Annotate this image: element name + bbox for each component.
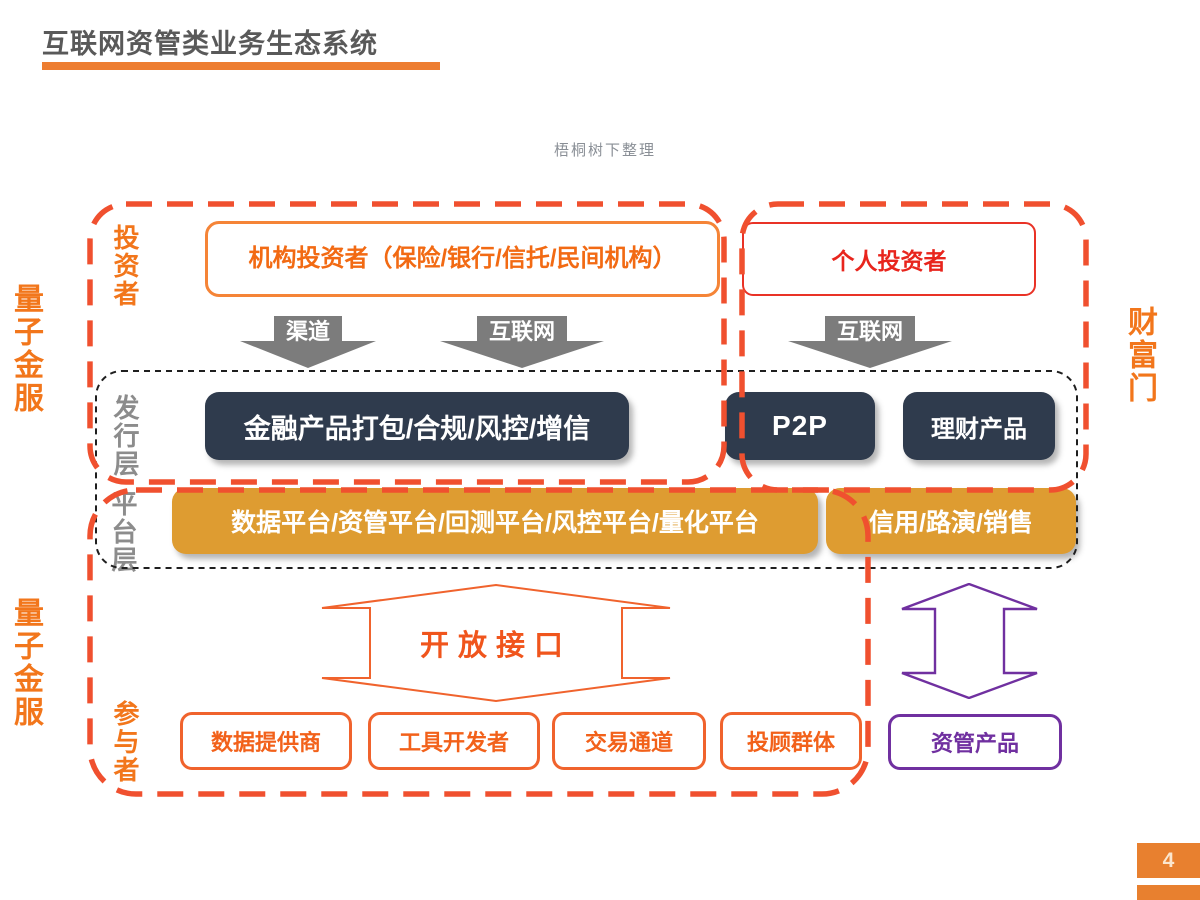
side-label-quantum-bottom: 量子金服 [9, 597, 42, 729]
arrow-channel-label: 渠道 [273, 316, 342, 349]
updown-arrow-icon [901, 582, 1038, 700]
box-credit-roadshow-sales: 信用/路演/销售 [826, 488, 1076, 554]
side-label-wealth-gate: 财富门 [1123, 306, 1156, 405]
arrow-internet-right: 互联网 [788, 316, 952, 369]
row-label-issuance-layer: 发行层 [110, 394, 140, 478]
row-label-investors: 投资者 [110, 224, 140, 308]
updown-arrow-purple [901, 582, 1038, 700]
box-product-packaging: 金融产品打包/合规/风控/增信 [205, 392, 629, 460]
arrow-internet-left: 互联网 [440, 316, 604, 369]
box-p2p: P2P [725, 392, 875, 460]
box-tool-developers: 工具开发者 [368, 712, 540, 770]
arrow-internet-left-label: 互联网 [476, 316, 567, 349]
page-title: 互联网资管类业务生态系统 [42, 29, 378, 59]
box-asset-management-products: 资管产品 [888, 714, 1062, 770]
arrow-channel: 渠道 [240, 316, 376, 369]
box-advisor-groups: 投顾群体 [720, 712, 862, 770]
box-data-providers: 数据提供商 [180, 712, 352, 770]
box-trading-channels: 交易通道 [552, 712, 706, 770]
side-label-quantum-top: 量子金服 [9, 283, 42, 415]
page-number-badge: 4 [1137, 843, 1200, 878]
attribution-text: 梧桐树下整理 [553, 143, 656, 159]
open-api-arrow-shape: 开放接口 [320, 583, 672, 703]
box-institutional-investors: 机构投资者（保险/银行/信托/民间机构） [205, 221, 720, 297]
arrow-internet-right-label: 互联网 [824, 316, 915, 349]
row-label-participants: 参与者 [110, 700, 140, 784]
page-number-strip [1137, 885, 1200, 900]
box-platforms: 数据平台/资管平台/回测平台/风控平台/量化平台 [172, 488, 818, 554]
open-api-label: 开放接口 [419, 630, 572, 662]
box-individual-investors: 个人投资者 [742, 222, 1036, 296]
row-label-platform-layer: 平台层 [108, 490, 138, 574]
box-wealth-products: 理财产品 [903, 392, 1055, 460]
title-underline [42, 62, 440, 70]
